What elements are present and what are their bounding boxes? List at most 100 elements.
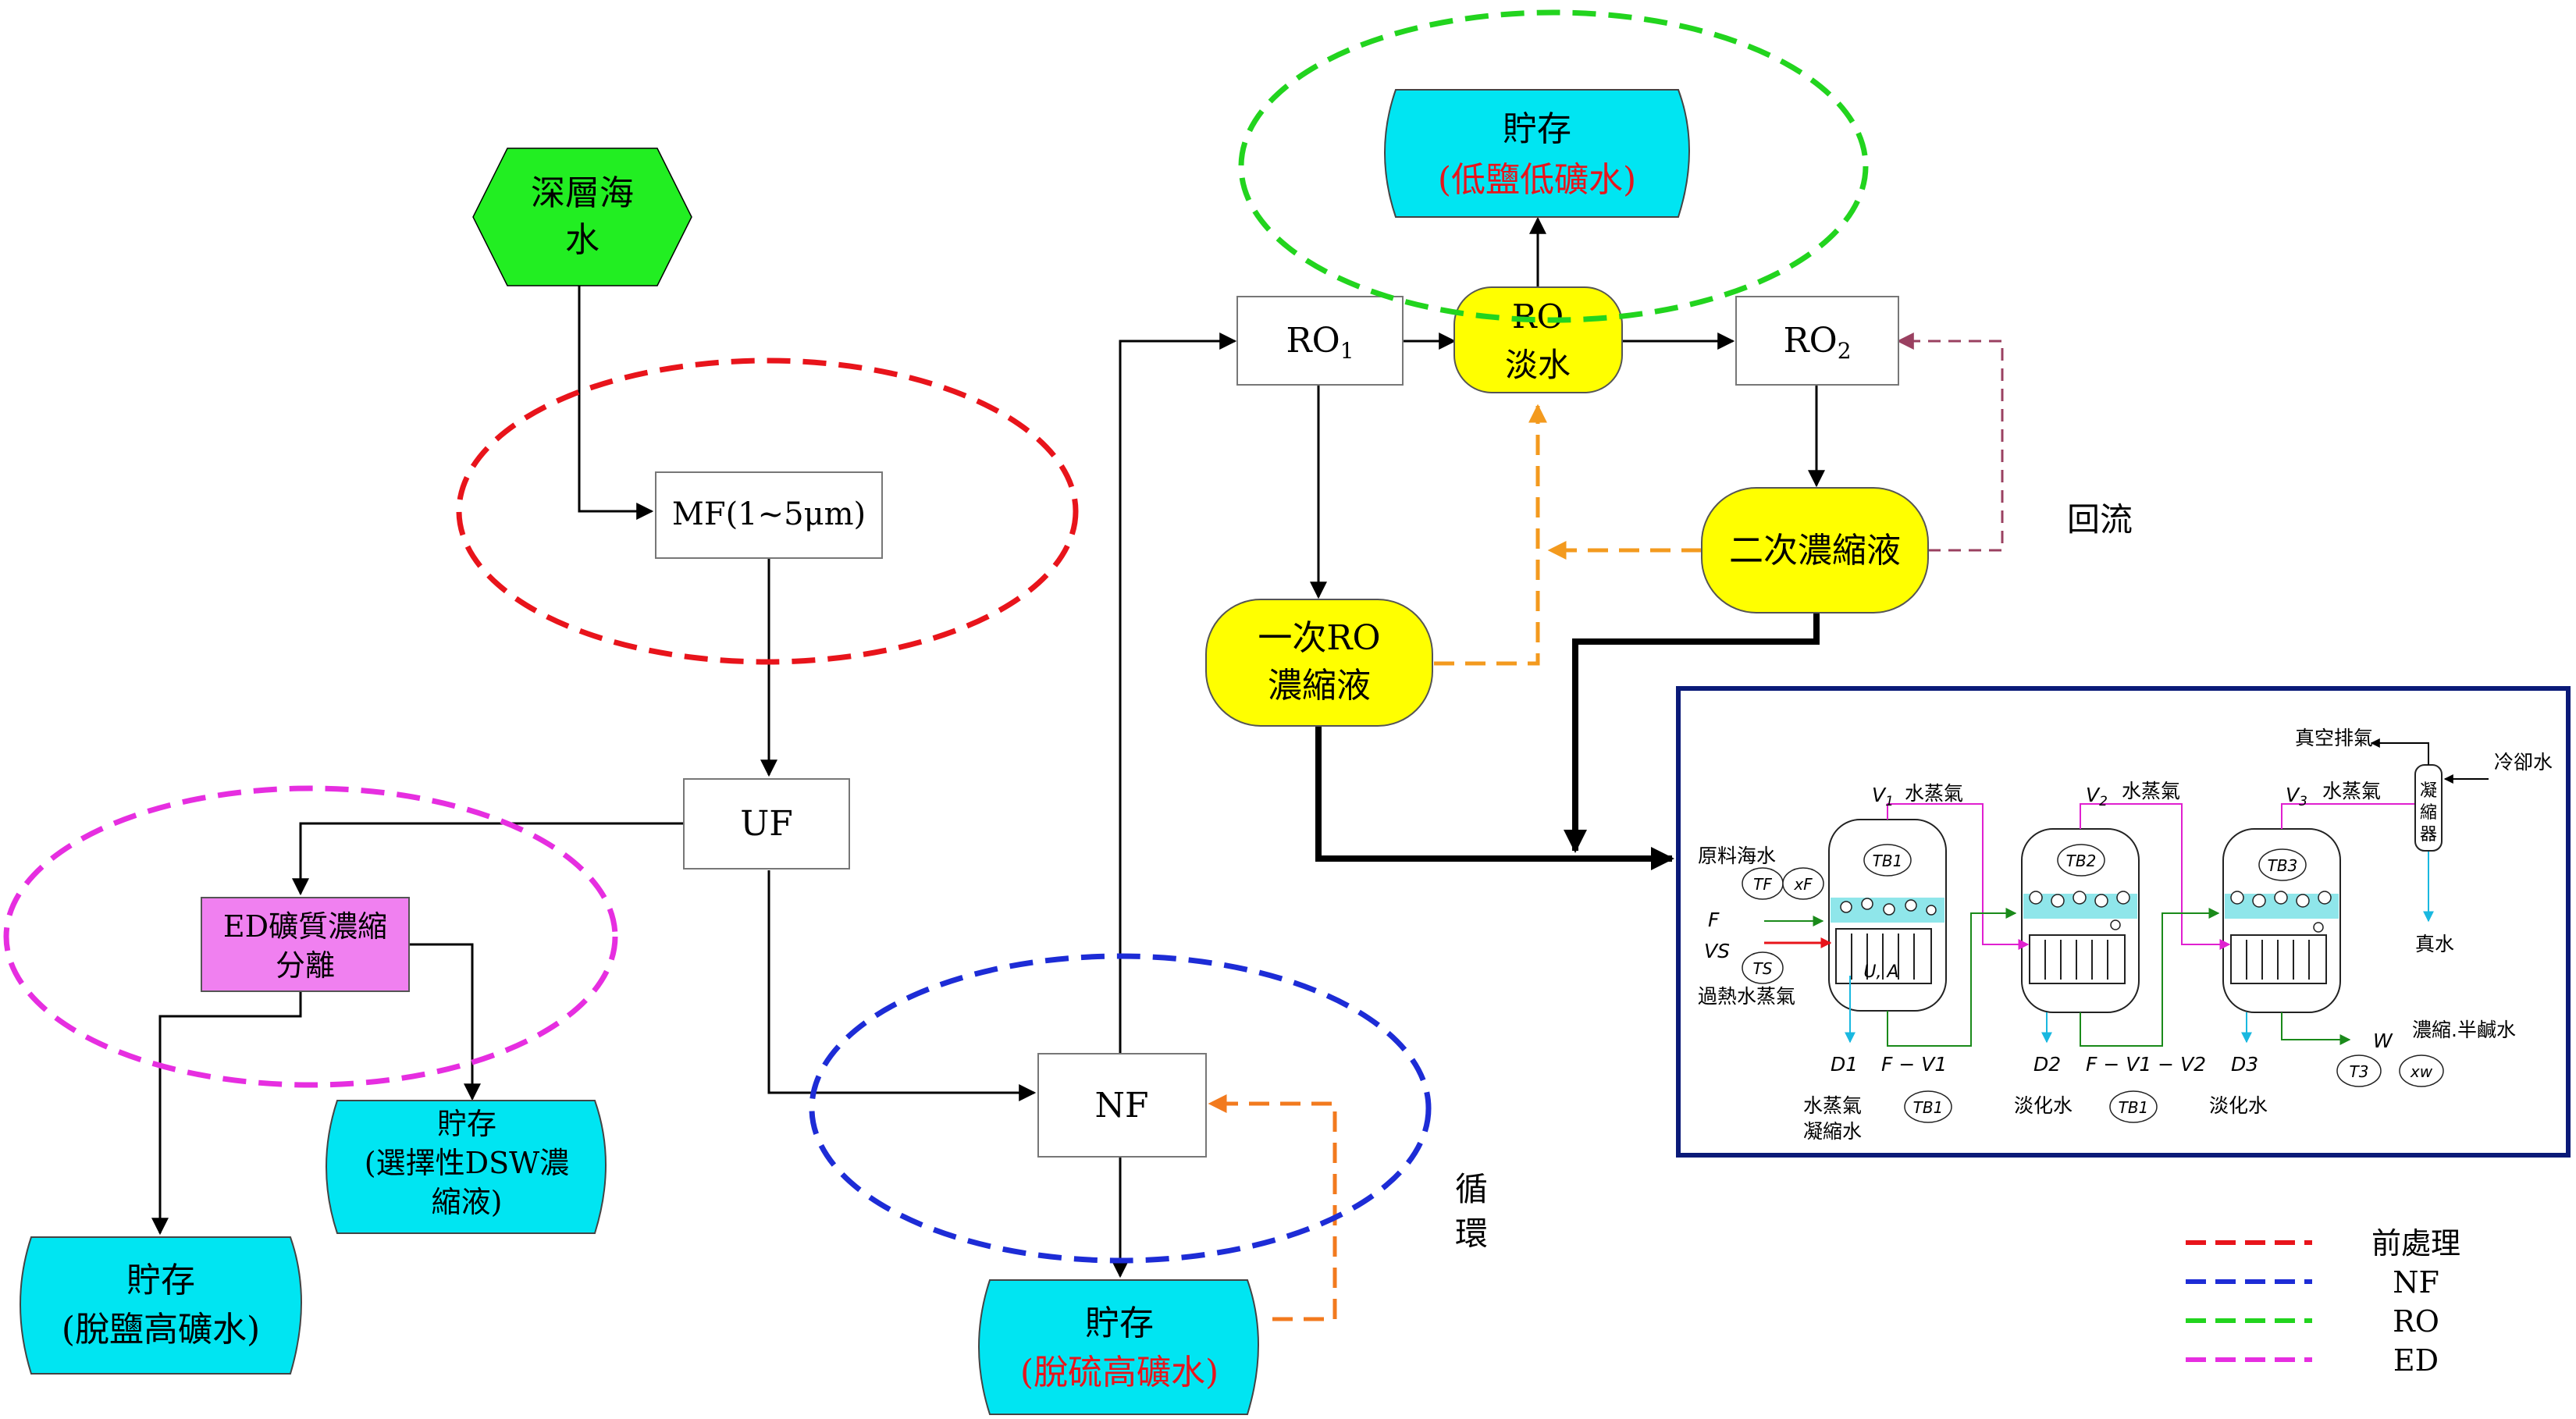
- bubbles: [1840, 891, 2332, 933]
- xw-label: xw: [2410, 1062, 2433, 1081]
- ro-conc1-line1: 一次RO: [1258, 618, 1380, 658]
- ro-conc2-label: 二次濃縮液: [1729, 531, 1901, 571]
- legend-label-ed: ED: [2393, 1343, 2439, 1378]
- brine-1-2: [1887, 908, 2017, 1047]
- w-label: W: [2373, 1030, 2393, 1052]
- ro2-box: [1735, 296, 1899, 386]
- cooling-water-label: 冷卻水: [2494, 751, 2553, 774]
- source-label-line1: 深層海: [531, 173, 634, 213]
- ed-ellipse: [3, 785, 618, 1088]
- f-v1-v2-label: F − V1 − V2: [2086, 1053, 2206, 1076]
- vs-label: VS: [1704, 940, 1730, 962]
- connector-conc1-evaporator: [1315, 726, 1674, 870]
- evaporator-inset: 真空排氣 冷卻水 凝 縮 器 真水 原料海水 過熱水蒸氣 V1 水蒸氣 V2 水…: [1676, 686, 2571, 1158]
- drain-lines: [1845, 851, 2434, 1044]
- storage-dsw[interactable]: 貯存 (選擇性DSW濃 縮液): [326, 1100, 607, 1234]
- ro-fresh-box: [1453, 286, 1623, 393]
- connector-conc2-ro2-reflux: [1896, 333, 2004, 552]
- d3-label: D3: [2231, 1053, 2258, 1076]
- steam-condensate-label-1: 水蒸氣: [1803, 1094, 1862, 1117]
- connector-uf-nf: [767, 870, 1037, 1101]
- storage-desulfurized-line2: (脫硫高礦水): [1020, 1353, 1219, 1392]
- superheated-steam-label: 過熱水蒸氣: [1698, 985, 1795, 1008]
- storage-dsw-line3: 縮液): [432, 1185, 503, 1219]
- storage-low-salt-line1: 貯存: [1503, 109, 1571, 149]
- legend-label-nf: NF: [2393, 1265, 2439, 1300]
- storage-dsw-shape: [326, 1100, 607, 1234]
- ro2-label: RO2: [1783, 321, 1851, 364]
- storage-desulfurized-line1: 貯存: [1085, 1303, 1154, 1343]
- legend-label-pretreatment: 前處理: [2371, 1226, 2460, 1261]
- f-label: F: [1708, 909, 1720, 931]
- nf-box: [1037, 1053, 1207, 1158]
- source-node[interactable]: 深層海 水: [472, 148, 692, 286]
- nf-node[interactable]: NF: [1037, 1053, 1207, 1158]
- mf-label: MF(1~5μm): [672, 496, 866, 532]
- uf-box: [683, 778, 850, 870]
- mf-box: [655, 471, 883, 559]
- tb1-bottom-label-2: TB1: [2119, 1098, 2149, 1117]
- storage-dsw-line2: (選擇性DSW濃: [365, 1146, 569, 1180]
- storage-low-salt[interactable]: 貯存 (低鹽低礦水): [1384, 89, 1690, 218]
- cycle-label-line2: 環: [1455, 1215, 1488, 1253]
- connector-desulf-nf: [1208, 1094, 1337, 1321]
- nf-label: NF: [1094, 1086, 1148, 1126]
- ro1-label: RO1: [1286, 321, 1354, 364]
- reflux-label: 回流: [2067, 500, 2133, 539]
- ro1-node[interactable]: RO1: [1236, 296, 1404, 386]
- storage-desalted[interactable]: 貯存 (脫鹽高礦水): [20, 1236, 302, 1375]
- source-hexagon: [472, 148, 692, 286]
- storage-desulfurized[interactable]: 貯存 (脫硫高礦水): [978, 1279, 1259, 1415]
- thick-connectors: [1315, 613, 1820, 870]
- condenser-label-3: 器: [2420, 825, 2437, 845]
- v2-label: V2: [2086, 784, 2108, 809]
- storage-low-salt-line2: (低鹽低礦水): [1438, 160, 1636, 200]
- legend-item-ed: ED: [2186, 1343, 2439, 1378]
- steam-2-3: [2080, 803, 2231, 950]
- ro1-box: [1236, 296, 1404, 386]
- vacuum-exhaust-line: [2370, 738, 2429, 765]
- ts-label: TS: [1753, 959, 1773, 978]
- connector-conc2-evaporator: [1564, 613, 1820, 853]
- ed-node[interactable]: ED礦質濃縮 分離: [201, 897, 410, 992]
- source-label-line2: 水: [565, 220, 600, 260]
- d2-label: D2: [2033, 1053, 2061, 1076]
- pretreatment-ellipse: [456, 357, 1079, 665]
- t3-label: T3: [2350, 1062, 2369, 1081]
- legend-item-ro: RO: [2186, 1304, 2439, 1339]
- steam-1-2: [1887, 803, 2030, 950]
- uf-node[interactable]: UF: [683, 778, 850, 870]
- ua-label: U, A: [1863, 962, 1898, 982]
- condenser-label-2: 縮: [2420, 803, 2437, 823]
- return-flows: [1208, 333, 2004, 1321]
- cycle-label-line1: 循: [1455, 1170, 1488, 1208]
- storage-desulfurized-shape: [978, 1279, 1259, 1415]
- legend-item-pretreatment: 前處理: [2186, 1226, 2460, 1261]
- v3-label: V3: [2286, 784, 2307, 809]
- concentrated-brine-label: 濃縮.半鹹水: [2412, 1019, 2516, 1041]
- connector-ed-desalt: [151, 991, 302, 1236]
- tube-lines: [1851, 934, 2310, 980]
- storage-desalted-line2: (脫鹽高礦水): [62, 1310, 260, 1350]
- steam-condensate-label-2: 凝縮水: [1803, 1120, 1862, 1143]
- nf-ellipse: [809, 953, 1432, 1264]
- ro2-node[interactable]: RO2: [1735, 296, 1899, 386]
- mf-node[interactable]: MF(1~5μm): [655, 471, 883, 559]
- condenser-label-1: 凝: [2420, 781, 2437, 801]
- tb1-label: TB1: [1873, 852, 1903, 870]
- highlight-ellipses: [3, 9, 1869, 1264]
- ro-conc2-node[interactable]: 二次濃縮液: [1701, 487, 1929, 613]
- ro-conc1-box: [1205, 599, 1433, 727]
- ro-fresh-node[interactable]: RO 淡水: [1453, 286, 1623, 393]
- steam-label-3: 水蒸氣: [2322, 780, 2381, 802]
- tf-label: TF: [1753, 875, 1772, 894]
- v1-label: V1: [1872, 784, 1894, 809]
- ro-conc1-node[interactable]: 一次RO 濃縮液: [1205, 599, 1433, 727]
- legend-item-nf: NF: [2186, 1265, 2439, 1300]
- connector-ed-dsw: [410, 943, 481, 1101]
- storage-desalted-line1: 貯存: [126, 1261, 195, 1300]
- storage-low-salt-shape: [1384, 89, 1690, 218]
- legend: 前處理 NF RO ED: [2186, 1226, 2460, 1378]
- desalinated-water-label-2: 淡化水: [2209, 1094, 2268, 1117]
- vacuum-exhaust-label: 真空排氣: [2295, 727, 2373, 749]
